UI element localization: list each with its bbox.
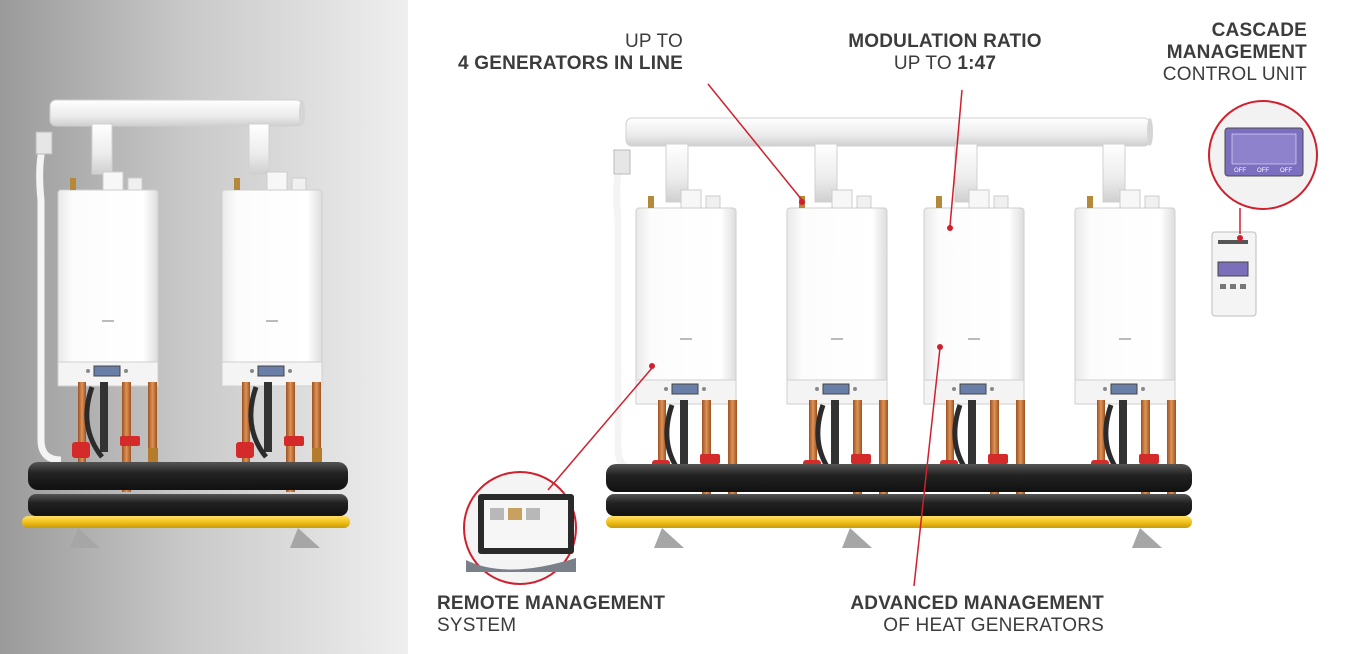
- display-status-2: OFF: [1257, 168, 1269, 174]
- display-status-3: OFF: [1280, 168, 1292, 174]
- cascade-line-2: MANAGEMENT: [1166, 42, 1307, 63]
- display-status-1: OFF: [1234, 168, 1246, 174]
- remote-callout: REMOTE MANAGEMENT SYSTEM: [437, 593, 665, 637]
- generators-callout: UP TO 4 GENERATORS IN LINE: [458, 31, 683, 75]
- four-generator-installation: [606, 117, 1192, 548]
- generators-line-1: UP TO: [624, 31, 683, 52]
- advanced-line-1: ADVANCED MANAGEMENT: [850, 593, 1104, 614]
- cascade-line-3: CONTROL UNIT: [1162, 64, 1307, 85]
- remote-monitor-zoom: [463, 471, 577, 585]
- modulation-line-1: MODULATION RATIO: [848, 31, 1042, 52]
- advanced-callout: ADVANCED MANAGEMENT OF HEAT GENERATORS: [850, 593, 1104, 637]
- cascade-line-1: CASCADE: [1211, 20, 1307, 41]
- advanced-line-2: OF HEAT GENERATORS: [883, 615, 1104, 636]
- remote-line-1: REMOTE MANAGEMENT: [437, 593, 666, 614]
- callout-leaders: [547, 83, 963, 587]
- cascade-callout: CASCADE MANAGEMENT CONTROL UNIT: [1163, 20, 1307, 86]
- cascade-control-unit: [1211, 231, 1257, 317]
- modulation-line-2-prefix: UP TO: [893, 53, 958, 74]
- generators-line-2: 4 GENERATORS IN LINE: [458, 53, 683, 74]
- modulation-ratio-value: 1:47: [957, 53, 997, 74]
- two-generator-installation: [22, 99, 350, 548]
- cascade-display-zoom: OFF OFF OFF: [1208, 100, 1318, 241]
- remote-line-2: SYSTEM: [437, 615, 517, 636]
- modulation-callout: MODULATION RATIO UP TO 1:47: [838, 31, 1052, 75]
